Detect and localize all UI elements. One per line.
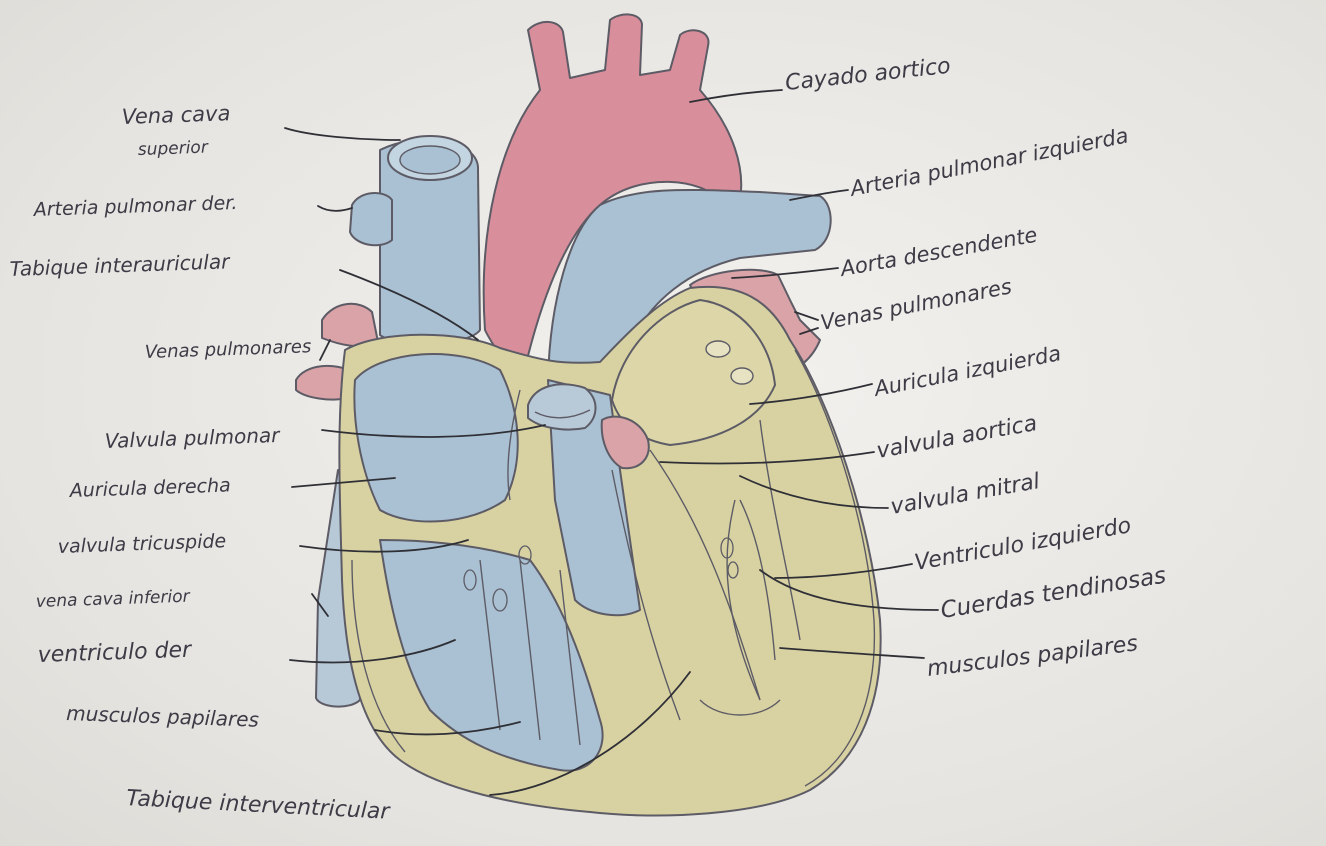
leader-vena-cava-superior — [285, 128, 400, 140]
leader-arteria-pulmonar-izquierda — [790, 190, 848, 200]
leader-musculos-papilares-right — [780, 648, 924, 658]
leader-aorta-descendente — [732, 268, 838, 278]
leader-venas-pulmonares-left — [320, 340, 330, 360]
leader-valvula-aortica — [660, 452, 874, 464]
label-musculos-papilares-left: musculos papilares — [66, 701, 260, 732]
leader-valvula-tricuspide — [300, 540, 468, 552]
leader-valvula-mitral — [740, 476, 888, 508]
leader-vena-cava-inferior — [312, 594, 328, 616]
leader-cuerdas-tendinosas — [760, 570, 938, 610]
label-aorta-descendente: Aorta descendente — [837, 223, 1039, 282]
leader-cayado-aortico — [690, 90, 782, 102]
label-valvula-pulmonar: Valvula pulmonar — [104, 423, 281, 453]
leader-tabique-interventricular — [490, 672, 690, 795]
label-ventriculo-izquierdo: Ventriculo izquierdo — [913, 513, 1133, 576]
label-cuerdas-tendinosas: Cuerdas tendinosas — [939, 563, 1168, 624]
leader-venas-pulmonares-right — [795, 312, 818, 334]
label-arteria-pulmonar-izquierda: Arteria pulmonar izquierda — [846, 123, 1130, 201]
label-vena-cava-superior-line2: superior — [137, 138, 209, 160]
leader-valvula-pulmonar — [322, 425, 545, 437]
leader-ventriculo-izquierdo — [775, 564, 912, 578]
leader-musculos-papilares-left — [375, 722, 520, 734]
label-vena-cava-inferior: vena cava inferior — [35, 587, 190, 612]
leader-tabique-interauricular — [340, 270, 478, 340]
label-venas-pulmonares-left: Venas pulmonares — [144, 336, 311, 363]
label-musculos-papilares-right: musculos papilares — [926, 631, 1140, 682]
leader-ventriculo-der — [290, 640, 455, 662]
label-valvula-aortica: valvula aortica — [875, 411, 1039, 464]
label-arteria-pulmonar-der: Arteria pulmonar der. — [31, 192, 237, 221]
leader-auricula-izquierda — [750, 384, 872, 404]
label-auricula-izquierda: Auricula izquierda — [870, 341, 1063, 401]
label-valvula-mitral: valvula mitral — [889, 469, 1042, 520]
label-venas-pulmonares-right: Venas pulmonares — [818, 274, 1013, 335]
label-cayado-aortico: Cayado aortico — [784, 54, 952, 96]
label-tabique-interauricular: Tabique interauricular — [9, 249, 231, 281]
label-tabique-interventricular: Tabique interventricular — [126, 786, 392, 825]
leader-auricula-derecha — [292, 478, 395, 487]
label-auricula-derecha: Auricula derecha — [67, 474, 231, 502]
label-ventriculo-der: ventriculo der — [37, 638, 193, 668]
label-vena-cava-superior-line1: Vena cava — [121, 101, 230, 129]
label-valvula-tricuspide: valvula tricuspide — [57, 530, 226, 558]
leader-arteria-pulmonar-der — [318, 206, 352, 211]
